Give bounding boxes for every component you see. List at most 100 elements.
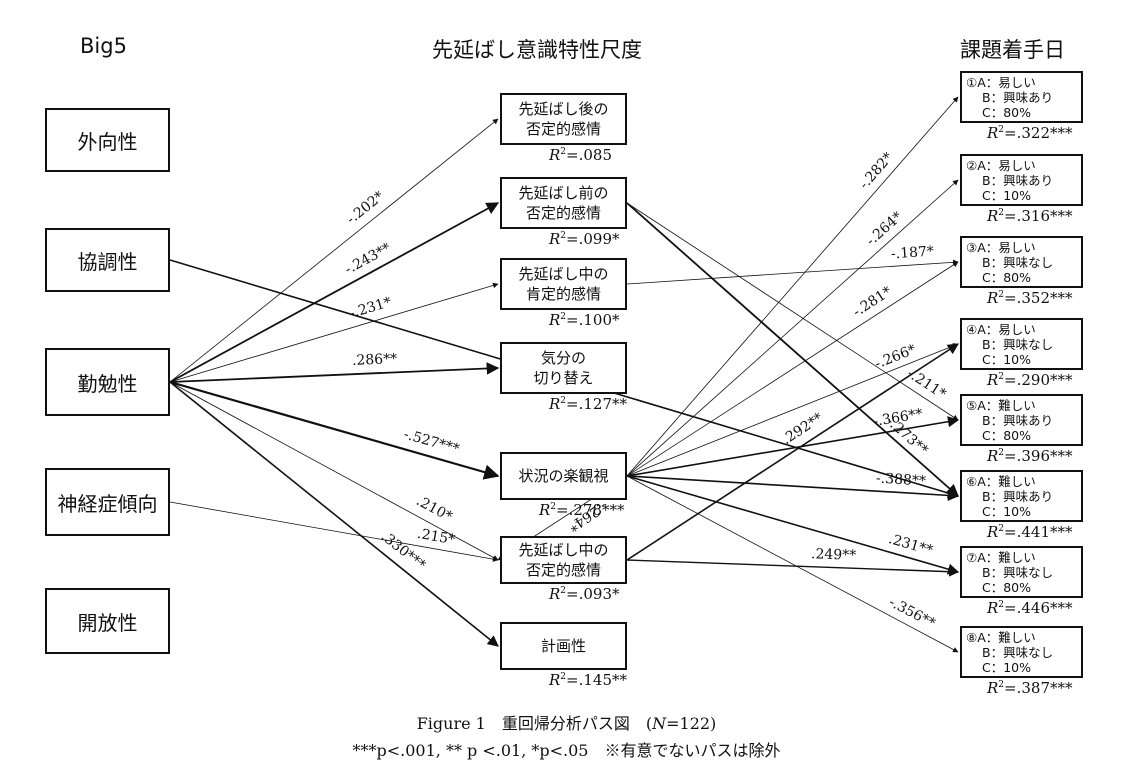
r2-value: =.290***: [1004, 371, 1073, 389]
outcome-label-line: C：10%: [982, 504, 1032, 519]
path-arrow-2: [169, 202, 500, 383]
r2-superscript: 2: [998, 125, 1005, 135]
path-arrow-20: [626, 475, 959, 653]
r2-superscript: 2: [998, 680, 1005, 690]
r2-value: =.446***: [1004, 599, 1073, 617]
path-arrow-4: [169, 362, 500, 383]
r2-superscript: 2: [998, 448, 1005, 458]
outcome-r2-2: R2=.316***: [987, 207, 1073, 225]
outcome-label-line: ③A：易しい: [966, 240, 1036, 255]
r2-superscript: 2: [560, 312, 567, 322]
mediator-box-6: 先延ばし中の否定的感情: [500, 536, 627, 584]
outcome-label-line: B：興味あり: [982, 413, 1054, 428]
mediator-r2-7: R2=.145**: [549, 671, 627, 689]
caption-n-symbol: N: [652, 714, 667, 733]
path-arrow-10: [626, 202, 959, 421]
r2-symbol: R: [549, 585, 561, 603]
mediator-label-line: 状況の楽観視: [518, 467, 609, 485]
mediator-r2-5: R2=.278***: [539, 501, 625, 519]
mediator-r2-2: R2=.099*: [549, 230, 620, 248]
path-arrow-19: [626, 475, 960, 575]
outcome-label-line: B：興味あり: [982, 489, 1054, 504]
r2-symbol: R: [987, 289, 999, 307]
r2-value: =.322***: [1004, 124, 1073, 142]
r2-symbol: R: [549, 395, 561, 413]
path-arrow-1: [169, 118, 499, 383]
path-arrow-6: [169, 381, 499, 561]
mediator-box-4: 気分の切り替え: [500, 342, 627, 394]
outcome-r2-5: R2=.396***: [987, 447, 1073, 465]
r2-superscript: 2: [560, 672, 567, 682]
path-arrow-17: [626, 416, 960, 477]
outcome-label-line: ②A：易しい: [966, 158, 1036, 173]
r2-symbol: R: [549, 671, 561, 689]
mediator-label-line: 先延ばし中の: [518, 265, 609, 283]
outcome-label-line: C：80%: [982, 428, 1032, 443]
path-arrow-18: [626, 475, 960, 501]
r2-value: =.387***: [1004, 679, 1073, 697]
outcome-label-line: B：興味なし: [982, 645, 1054, 660]
mediator-r2-3: R2=.100*: [549, 311, 620, 329]
outcome-label-line: ⑧A：難しい: [966, 630, 1036, 645]
path-coefficient-4: .286**: [351, 351, 398, 370]
mediator-label-line: 否定的感情: [525, 204, 601, 222]
r2-symbol: R: [549, 230, 561, 248]
mediator-r2-1: R2=.085: [549, 146, 612, 164]
outcome-label-line: C：80%: [982, 105, 1032, 120]
outcome-label-line: ①A：易しい: [966, 75, 1036, 90]
r2-superscript: 2: [998, 290, 1005, 300]
outcome-label-line: B：興味なし: [982, 337, 1054, 352]
r2-symbol: R: [987, 124, 999, 142]
outcome-r2-8: R2=.387***: [987, 679, 1073, 697]
r2-value: =.441***: [1004, 523, 1073, 541]
mediator-label-line: 否定的感情: [525, 561, 601, 579]
path-arrow-21: [626, 343, 959, 561]
mediator-label-line: 肯定的感情: [525, 285, 601, 303]
figure-caption: Figure 1 重回帰分析パス図 (N=122): [0, 710, 1133, 734]
big5-box-4: 神経症傾向: [45, 468, 170, 536]
outcome-label-line: ④A：易しい: [966, 322, 1036, 337]
path-arrow-22: [626, 559, 959, 577]
r2-superscript: 2: [998, 524, 1005, 534]
path-arrow-16: [626, 343, 959, 477]
r2-superscript: 2: [560, 396, 567, 406]
mediator-box-7: 計画性: [500, 622, 627, 670]
r2-symbol: R: [987, 207, 999, 225]
r2-superscript: 2: [998, 372, 1005, 382]
mediator-r2-4: R2=.127**: [549, 395, 627, 413]
mediator-label-line: 先延ばし中の: [518, 541, 609, 559]
path-arrow-12: [626, 259, 959, 285]
outcome-r2-1: R2=.322***: [987, 124, 1073, 142]
r2-symbol: R: [987, 679, 999, 697]
path-arrow-14: [626, 179, 959, 477]
header-scale: 先延ばし意識特性尺度: [432, 38, 642, 62]
r2-symbol: R: [987, 371, 999, 389]
outcome-r2-3: R2=.352***: [987, 289, 1073, 307]
mediator-box-5: 状況の楽観視: [500, 452, 627, 500]
r2-value: =.127**: [566, 395, 627, 413]
outcome-r2-7: R2=.446***: [987, 599, 1073, 617]
mediator-label-line: 計画性: [540, 637, 586, 655]
big5-box-1: 外向性: [45, 108, 170, 172]
caption-n-value: =122): [666, 714, 717, 733]
r2-value: =.145**: [566, 671, 627, 689]
r2-symbol: R: [987, 599, 999, 617]
mediator-label-line: 切り替え: [533, 369, 594, 387]
r2-value: =.085: [566, 146, 612, 164]
header-big5: Big5: [80, 34, 127, 58]
r2-superscript: 2: [998, 600, 1005, 610]
outcome-label-line: B：興味あり: [982, 90, 1054, 105]
outcome-label-line: B：興味なし: [982, 255, 1054, 270]
r2-value: =.099*: [566, 230, 620, 248]
big5-box-3: 勤勉性: [45, 348, 170, 416]
outcome-label-line: C：10%: [982, 188, 1032, 203]
r2-superscript: 2: [560, 231, 567, 241]
r2-superscript: 2: [550, 502, 557, 512]
path-arrow-11: [626, 202, 959, 497]
path-arrow-15: [626, 261, 959, 477]
r2-symbol: R: [987, 523, 999, 541]
caption-title: Figure 1 重回帰分析パス図 (: [416, 714, 653, 733]
